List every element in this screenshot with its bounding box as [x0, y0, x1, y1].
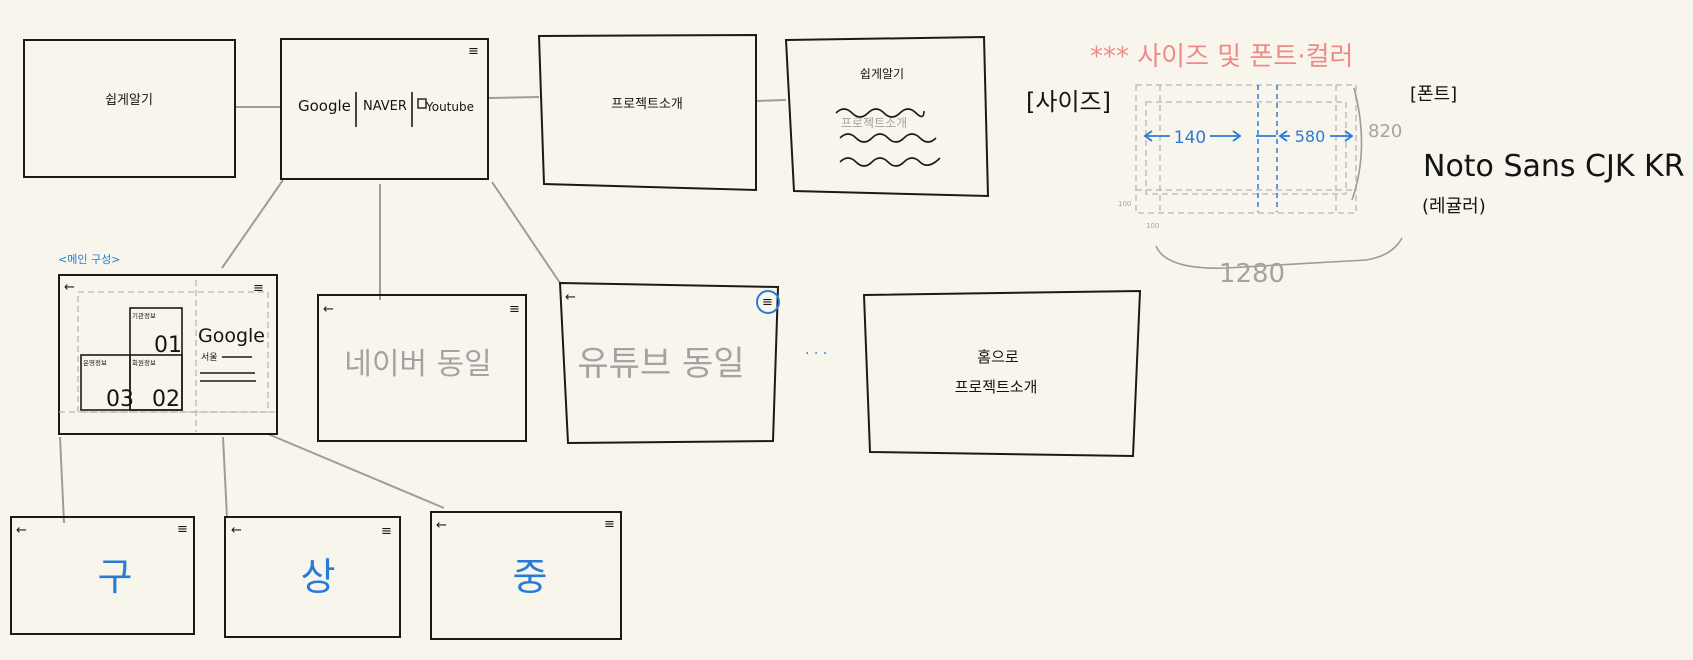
margin-left-value: 100 — [1118, 200, 1131, 208]
grid-label-3: 회원정보 — [132, 358, 156, 367]
height-value: 820 — [1368, 121, 1402, 142]
home-screen-frame[interactable]: 홈으로 프로젝트소개 — [862, 289, 1142, 458]
menu-icon[interactable]: ≡ — [762, 295, 773, 310]
naver-screen-frame[interactable]: ← ≡ 네이버 동일 — [317, 294, 527, 442]
sub-page-2-label: 상 — [301, 555, 336, 599]
project-frame[interactable]: 프로젝트소개 — [537, 33, 757, 192]
size-label: [사이즈] — [1026, 88, 1111, 116]
grid-num-3: 02 — [152, 387, 180, 412]
menu-icon[interactable]: ≡ — [604, 517, 615, 532]
naver-screen-label: 네이버 동일 — [344, 347, 492, 382]
main-grid-bottom — [80, 354, 183, 411]
width-right-value: 580 — [1295, 127, 1326, 146]
font-name: Noto Sans CJK KR — [1423, 149, 1685, 184]
sub-page-3[interactable]: ← ≡ 중 — [430, 511, 622, 640]
menu-icon[interactable]: ≡ — [177, 522, 188, 537]
youtube-screen-frame[interactable]: ← ≡ 유튜브 동일 — [558, 281, 780, 445]
spec-section: *** 사이즈 및 폰트·컬러 [사이즈] [폰트] 140 580 820 1… — [1026, 42, 1685, 289]
grid-num-2: 03 — [106, 387, 134, 412]
detail-title: 쉽게알기 — [860, 67, 904, 81]
menu-icon[interactable]: ≡ — [509, 302, 520, 317]
font-weight: (레귤러) — [1422, 196, 1486, 217]
sub-page-3-label: 중 — [513, 555, 548, 599]
intro-frame[interactable]: 쉽게알기 — [23, 39, 236, 178]
main-google-logo: Google — [198, 325, 265, 347]
ellipsis: · · · — [805, 346, 827, 362]
back-icon[interactable]: ← — [565, 290, 576, 305]
detail-text-line-3 — [839, 157, 941, 167]
project-label: 프로젝트소개 — [611, 97, 683, 112]
total-width-value: 1280 — [1219, 259, 1285, 289]
grid-label-2: 운영정보 — [83, 358, 107, 367]
portal-naver-label: NAVER — [363, 99, 407, 114]
back-icon[interactable]: ← — [436, 518, 447, 533]
main-google-sub: 서울 — [201, 352, 218, 363]
google-screen-frame[interactable]: <메인 구성> ← ≡ 기관정보 01 운영정보 03 회원정보 02 Goog… — [58, 253, 278, 435]
home-line-2: 프로젝트소개 — [955, 378, 1038, 396]
main-annotation: <메인 구성> — [58, 253, 120, 266]
detail-sub: 프로젝트소개 — [841, 116, 907, 130]
sub-page-1-label: 구 — [98, 555, 133, 599]
youtube-logo-icon — [417, 98, 427, 109]
font-label: [폰트] — [1410, 84, 1457, 105]
menu-icon[interactable]: ≡ — [381, 524, 392, 539]
youtube-screen-label: 유튜브 동일 — [577, 344, 744, 384]
grid-num-1: 01 — [154, 333, 182, 358]
sub-page-1[interactable]: ← ≡ 구 — [10, 516, 195, 635]
intro-label: 쉽게알기 — [105, 93, 153, 108]
back-icon[interactable]: ← — [231, 523, 242, 538]
layout-size-sketch: 140 580 820 100 100 1280 — [1118, 84, 1403, 289]
back-icon[interactable]: ← — [64, 280, 75, 295]
back-icon[interactable]: ← — [16, 523, 27, 538]
portal-frame[interactable]: ≡ Google NAVER Youtube — [280, 38, 489, 180]
detail-text-line-2 — [839, 133, 937, 143]
portal-youtube-label: Youtube — [425, 100, 474, 114]
portal-google-label: Google — [298, 97, 351, 115]
menu-highlight-circle — [756, 290, 780, 314]
back-icon[interactable]: ← — [323, 302, 334, 317]
detail-frame[interactable]: 쉽게알기 프로젝트소개 — [784, 35, 990, 198]
connectors — [59, 96, 787, 524]
sub-page-2[interactable]: ← ≡ 상 — [224, 516, 401, 638]
detail-text-line-1 — [835, 108, 925, 118]
menu-icon[interactable]: ≡ — [253, 281, 264, 296]
margin-bottom-value: 100 — [1146, 222, 1159, 230]
menu-icon[interactable]: ≡ — [468, 44, 479, 59]
spec-heading: *** 사이즈 및 폰트·컬러 — [1090, 42, 1353, 72]
width-left-value: 140 — [1174, 128, 1206, 148]
grid-label-1: 기관정보 — [132, 311, 156, 320]
home-line-1: 홈으로 — [977, 348, 1019, 366]
